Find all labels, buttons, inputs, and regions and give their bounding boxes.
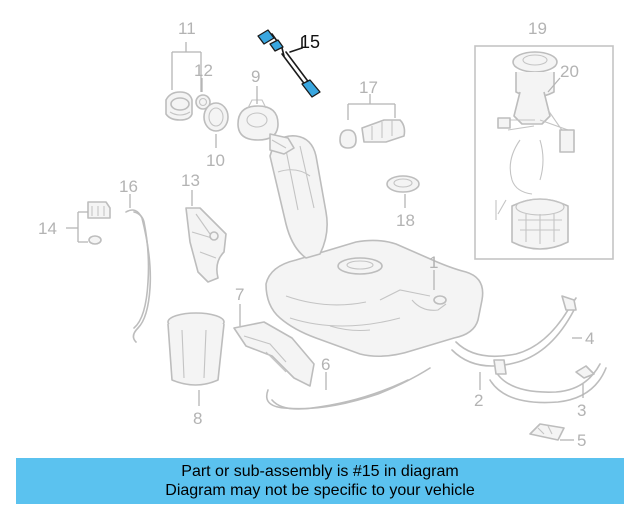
- banner-line-1: Part or sub-assembly is #15 in diagram: [181, 463, 459, 480]
- part-9-cap: [237, 86, 279, 141]
- part-19-fuel-pump-assembly: [474, 45, 614, 260]
- callout-1: 1: [429, 253, 438, 272]
- leaders-11-12: [171, 42, 203, 92]
- part-18-lock-ring: [386, 175, 420, 208]
- part-15-fuel-level-sensor-wire: [257, 29, 321, 98]
- part-13-bracket: [185, 190, 227, 283]
- callout-4: 4: [585, 329, 594, 348]
- callout-15: 15: [300, 32, 320, 52]
- parts-diagram: 11 12 9 10 15 17 18 19 20 16 13 14 1 7 6…: [38, 19, 614, 450]
- callout-9: 9: [251, 67, 260, 86]
- callout-20: 20: [560, 62, 579, 81]
- part-8-sleeve: [167, 312, 225, 406]
- part-5-pad: [529, 423, 574, 441]
- callout-7: 7: [235, 285, 244, 304]
- part-11-grommet: [165, 91, 193, 121]
- part-16-hose: [125, 194, 152, 343]
- part-4-strap: [451, 295, 582, 367]
- callout-2: 2: [474, 391, 483, 410]
- part-12-seal-ring: [195, 94, 211, 110]
- callout-19: 19: [528, 19, 547, 38]
- leader-20: [547, 77, 561, 93]
- callout-16: 16: [119, 177, 138, 196]
- callout-6: 6: [321, 355, 330, 374]
- callout-18: 18: [396, 211, 415, 230]
- callout-11: 11: [178, 19, 196, 38]
- part-10-ring: [203, 102, 229, 148]
- callout-13: 13: [181, 171, 200, 190]
- callout-17: 17: [359, 78, 378, 97]
- part-1-fuel-tank: [265, 133, 484, 358]
- callout-14: 14: [38, 219, 57, 238]
- banner-line-2: Diagram may not be specific to your vehi…: [165, 482, 475, 499]
- part-7-shield: [233, 304, 315, 387]
- info-banner: Part or sub-assembly is #15 in diagram D…: [16, 458, 624, 504]
- part-14-valve: [66, 201, 111, 245]
- callout-8: 8: [193, 409, 202, 428]
- part-3-strap: [489, 359, 607, 404]
- part-6-strap: [265, 367, 431, 410]
- callout-3: 3: [577, 401, 586, 420]
- callout-10: 10: [206, 151, 225, 170]
- callout-5: 5: [577, 431, 586, 450]
- part-17-fitting: [339, 94, 406, 149]
- callout-12: 12: [194, 61, 213, 80]
